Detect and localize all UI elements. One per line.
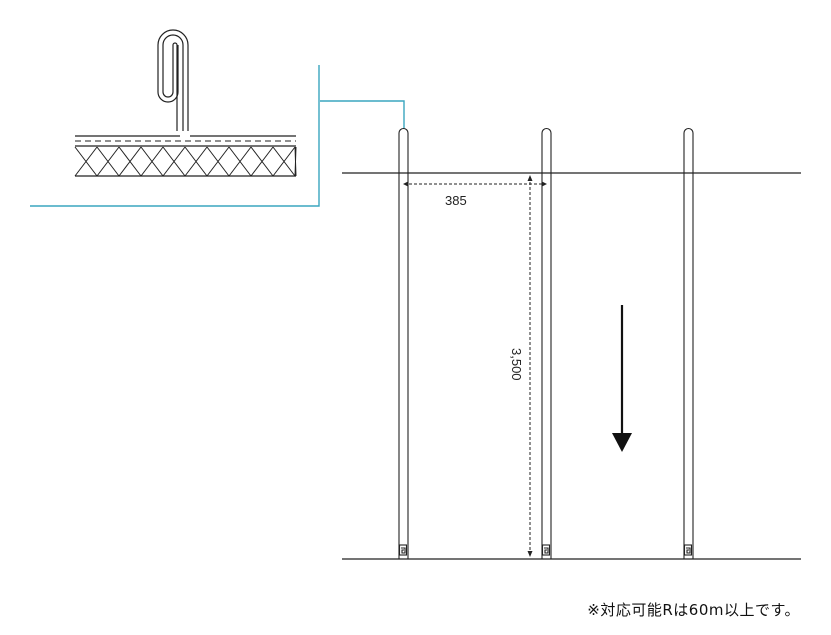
hatch-line: [250, 146, 274, 177]
hatch-line: [96, 146, 120, 177]
hatch-line: [118, 146, 142, 177]
width-dimension: 385: [403, 181, 547, 208]
hatch-line: [140, 146, 164, 177]
panel-layout: 385 3,500: [342, 127, 801, 560]
seam-3: [683, 127, 694, 559]
seam-2: [541, 127, 552, 559]
hatch-line: [184, 146, 208, 177]
detail-leader: [30, 65, 405, 207]
seam-detail: [74, 29, 297, 177]
down-arrow-icon: [612, 305, 632, 452]
hatch-line: [74, 146, 98, 177]
length-dimension: 3,500: [509, 175, 533, 557]
hatch-line: [294, 146, 297, 177]
min-radius-note: ※対応可能Rは60m以上です。: [587, 601, 800, 619]
hatch-line: [206, 146, 230, 177]
width-label: 385: [445, 193, 467, 208]
seam-1: [398, 127, 409, 559]
hatch-line: [228, 146, 252, 177]
hatch-line: [272, 146, 296, 177]
standing-seam-profile-icon: [162, 34, 184, 131]
hatch-line: [162, 146, 186, 177]
length-label: 3,500: [509, 348, 524, 381]
